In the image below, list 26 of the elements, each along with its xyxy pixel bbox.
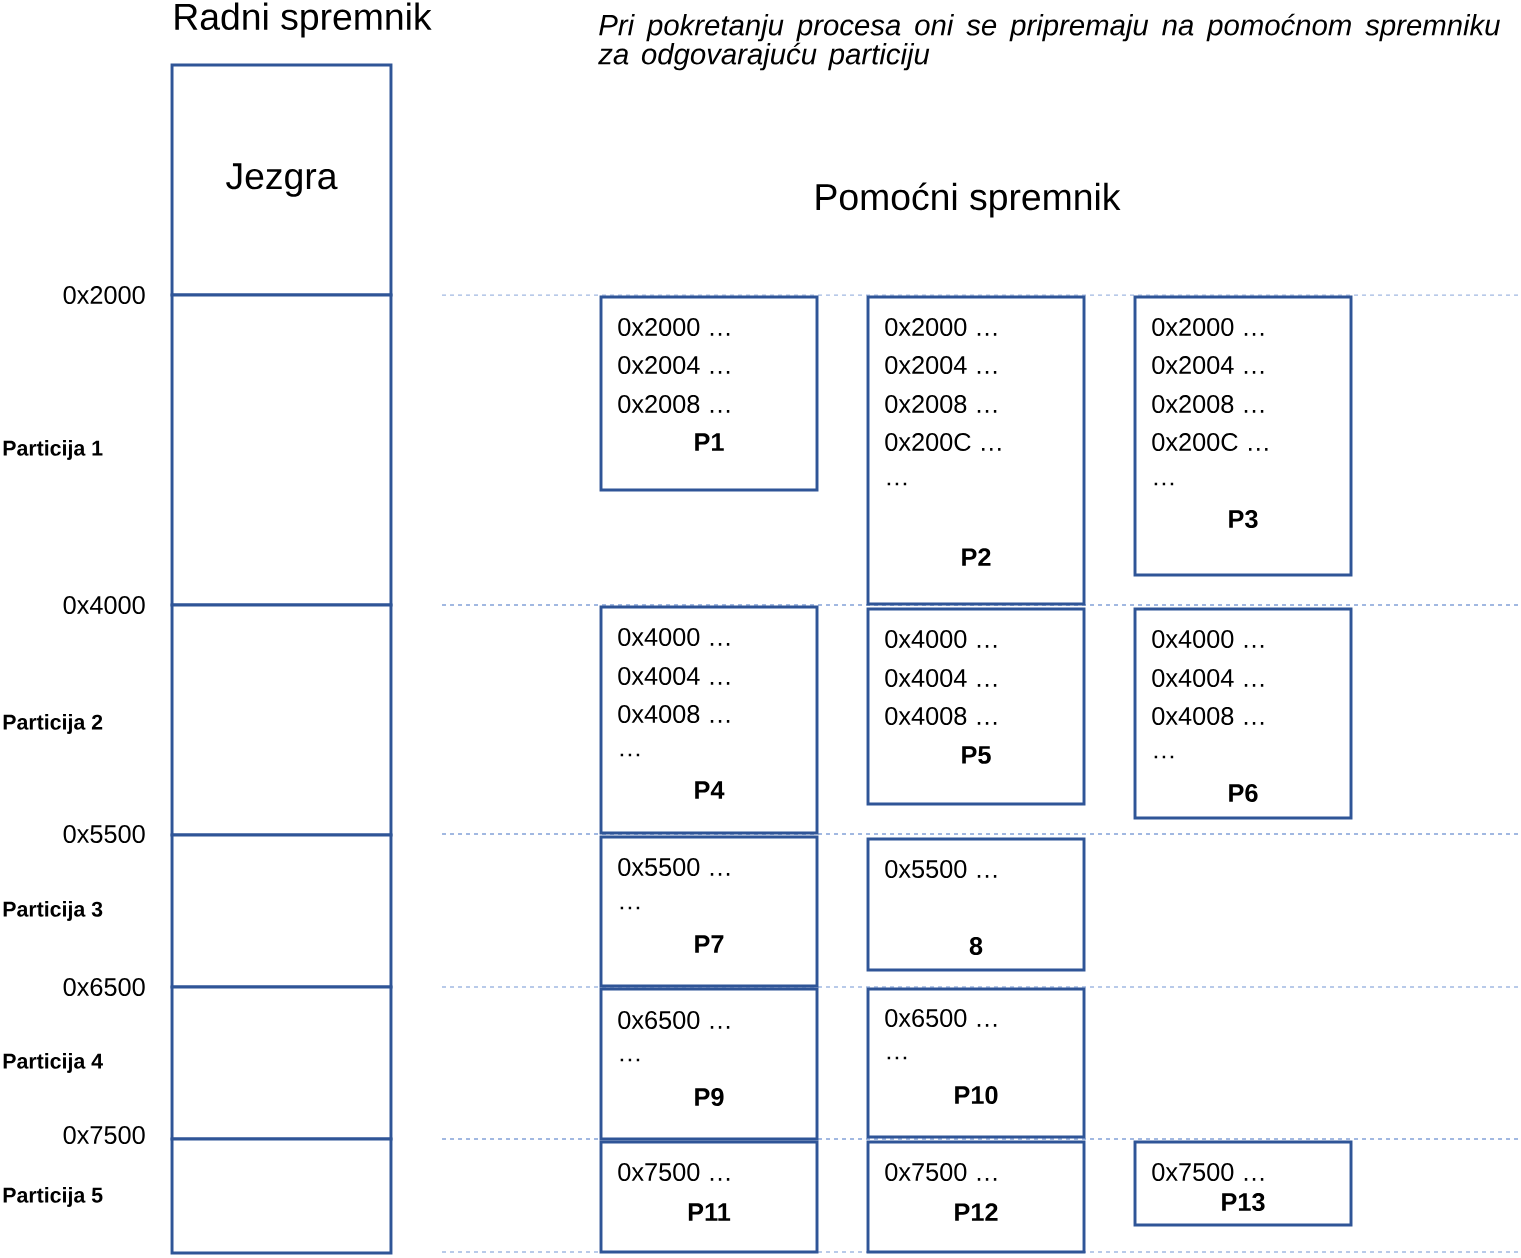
process-box: 0x4000 … 0x4004 … 0x4008 … … P6 (1133, 607, 1353, 820)
node-label: Particija 3 (3, 901, 103, 921)
process-box: 0x7500 … P13 (1133, 1140, 1353, 1227)
process-box: 0x5500 … … P7 (599, 835, 819, 988)
process-box: 0x6500 … … P10 (866, 987, 1086, 1139)
process-box: 0x4000 … 0x4004 … 0x4008 … … P4 (599, 605, 819, 835)
process-box: 0x6500 … … P9 (599, 987, 819, 1141)
node-label: Particija 5 (3, 1187, 103, 1207)
process-box: 0x4000 … 0x4004 … 0x4008 … P5 (866, 607, 1086, 806)
node-label: Particija 2 (3, 714, 103, 734)
heading: Pomoćni spremnik (816, 182, 1121, 218)
process-box: 0x7500 … P11 (599, 1140, 819, 1254)
address-label: 0x6500 (63, 978, 145, 996)
address-label: 0x7500 (63, 1126, 145, 1144)
memory-segment: Jezgra (170, 63, 393, 297)
process-box: 0x7500 … P12 (866, 1140, 1086, 1254)
address-label: 0x2000 (63, 286, 145, 304)
process-box: 0x2000 … 0x2004 … 0x2008 … 0x200C … … P2 (866, 295, 1086, 606)
node-label: Particija 4 (3, 1053, 103, 1073)
process-box: 0x5500 … 8 (866, 837, 1086, 972)
process-box: 0x2000 … 0x2004 … 0x2008 … 0x200C … … P3 (1133, 295, 1353, 577)
note-text: Pri pokretanju procesa oni se pripremaju na pomoćnom spremniku za odgovarajuću particiju (598, 13, 1500, 71)
address-label: 0x5500 (63, 825, 145, 843)
node-label: Particija 1 (3, 440, 103, 460)
process-box: 0x2000 … 0x2004 … 0x2008 … P1 (599, 295, 819, 492)
address-label: 0x4000 (63, 596, 145, 614)
